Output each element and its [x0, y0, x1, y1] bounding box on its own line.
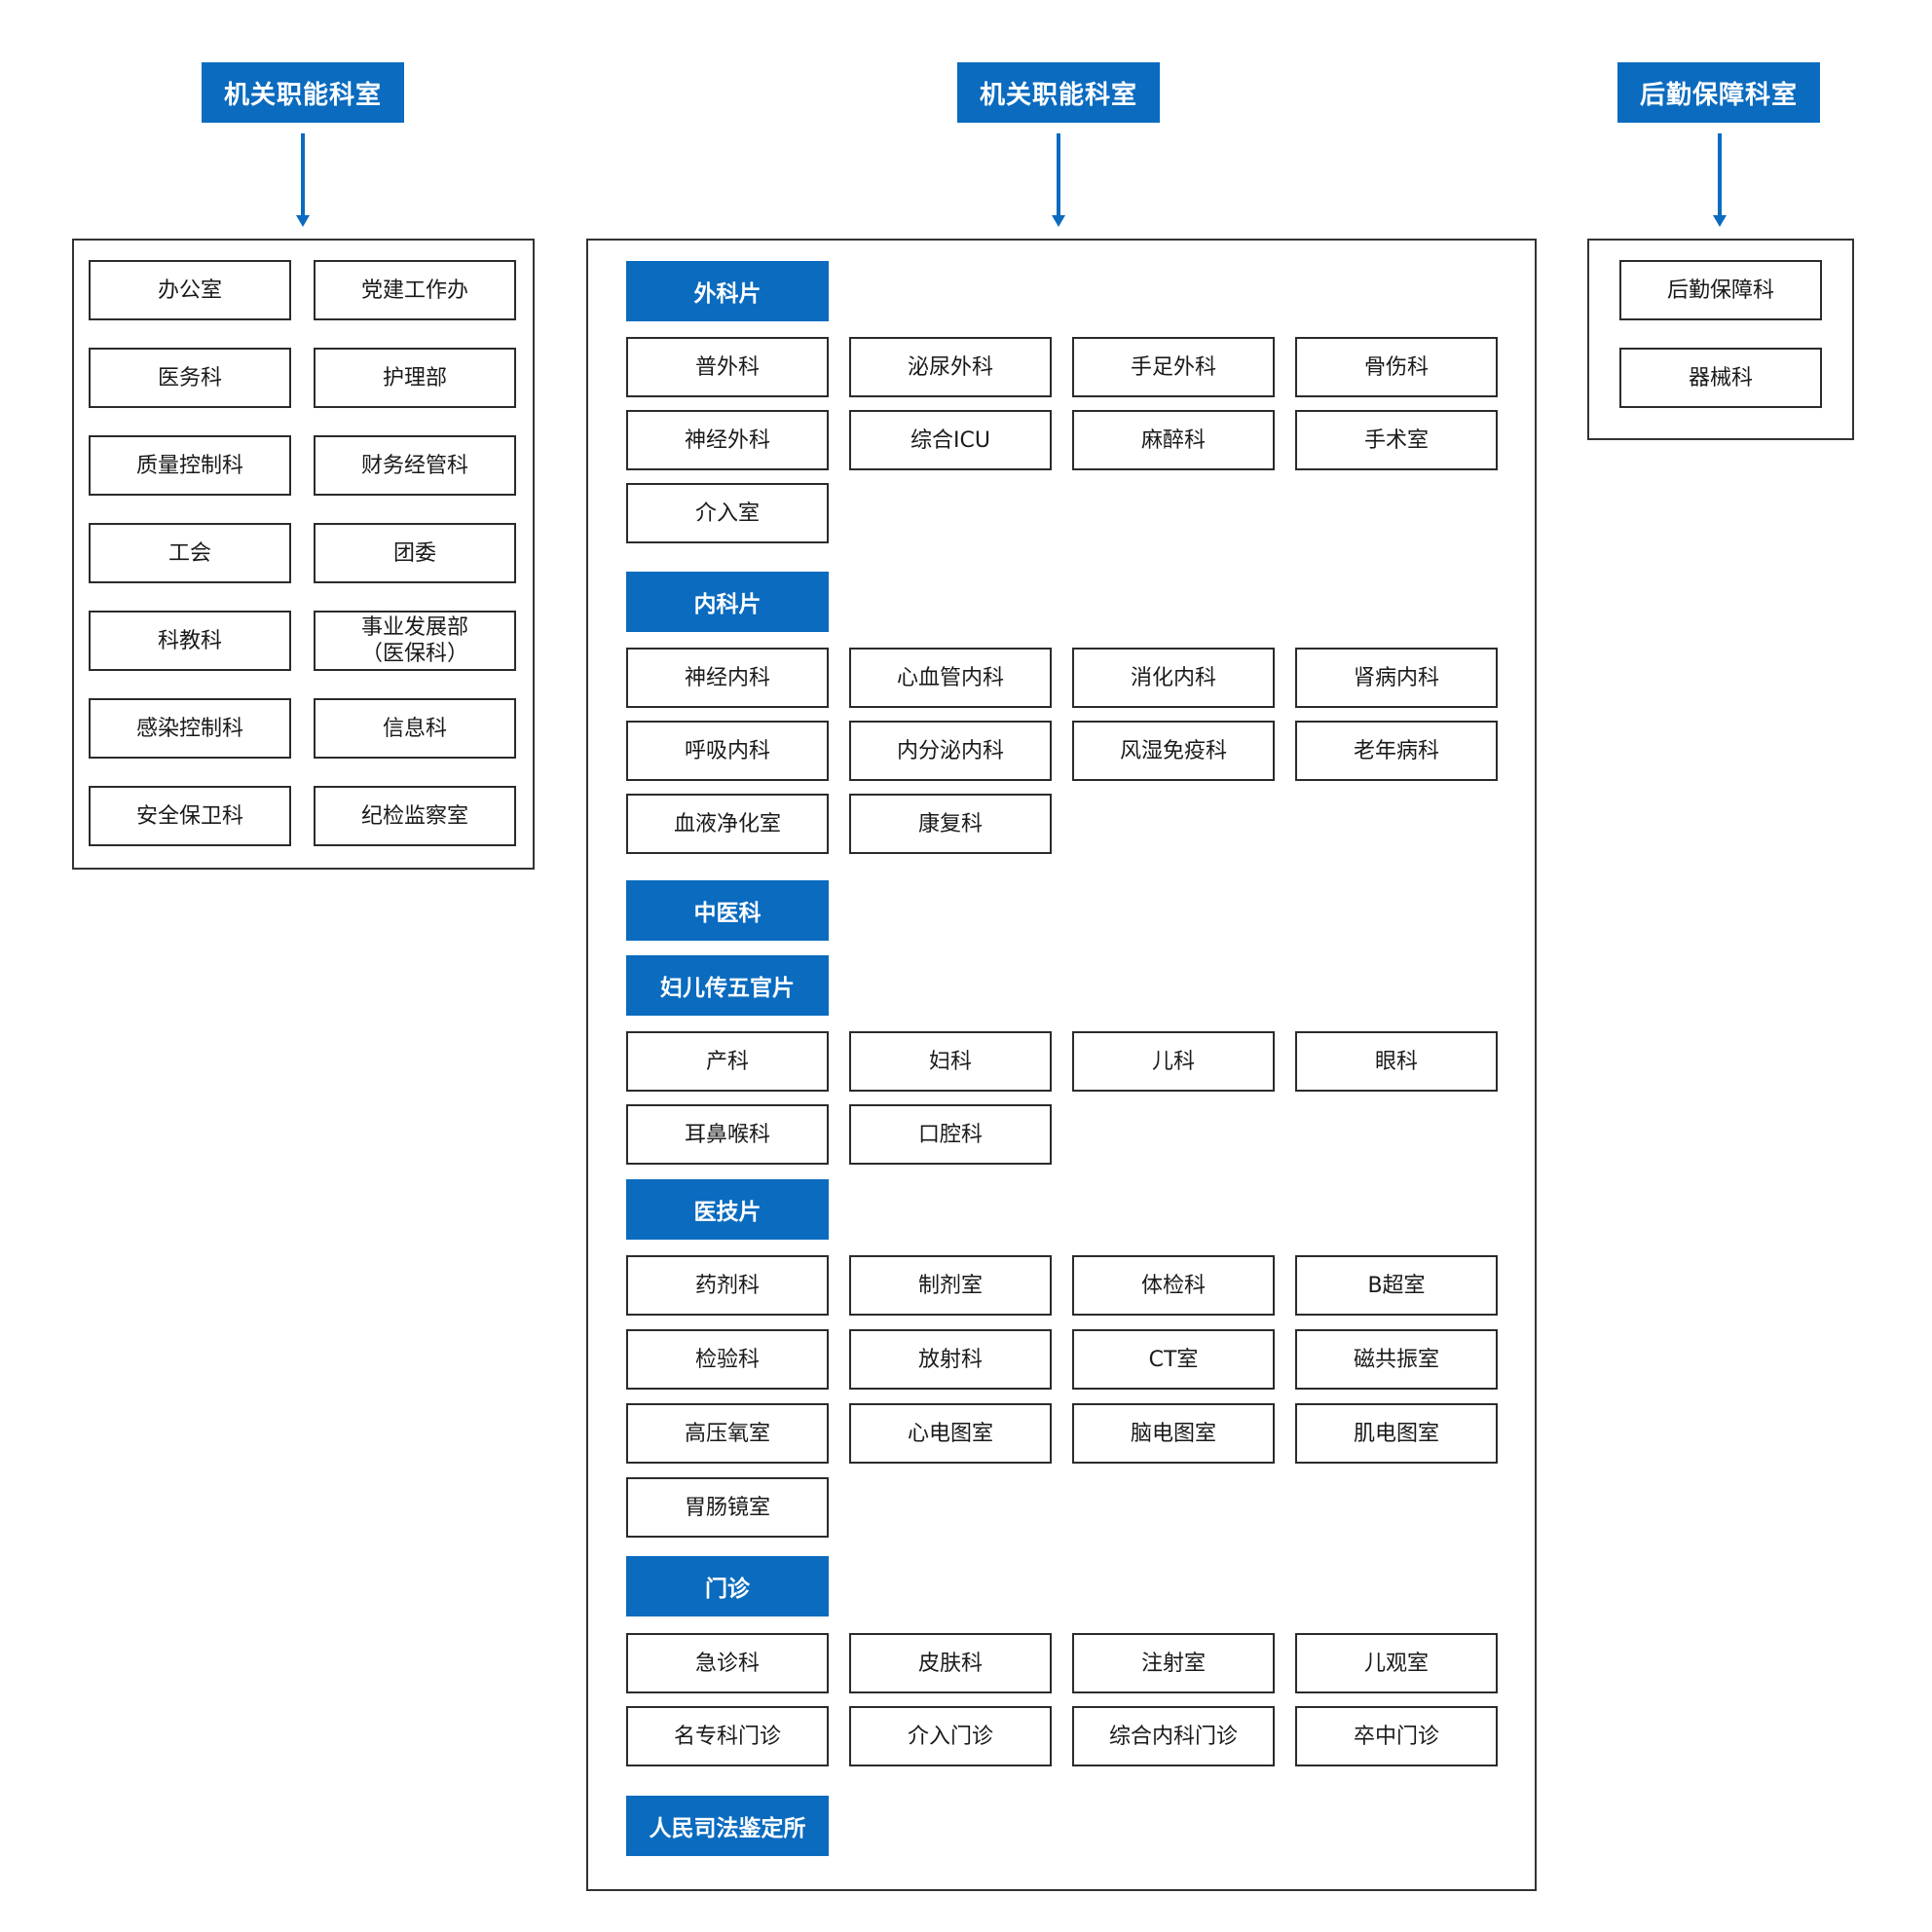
department-box: 综合内科门诊: [1072, 1706, 1275, 1766]
department-box: 科教科: [89, 611, 291, 671]
department-box: 麻醉科: [1072, 410, 1275, 470]
department-box: 手足外科: [1072, 337, 1275, 397]
department-box: 血液净化室: [626, 794, 829, 854]
arrow-down-icon: [1713, 133, 1727, 227]
department-box: 康复科: [849, 794, 1052, 854]
department-box: 信息科: [314, 698, 516, 759]
department-box: 团委: [314, 523, 516, 583]
department-box: 口腔科: [849, 1104, 1052, 1165]
department-box: CT室: [1072, 1329, 1275, 1390]
department-box: 脑电图室: [1072, 1403, 1275, 1464]
department-box: 感染控制科: [89, 698, 291, 759]
right-grid: 后勤保障科器械科: [1619, 260, 1822, 408]
department-box: 风湿免疫科: [1072, 721, 1275, 781]
department-box: 制剂室: [849, 1255, 1052, 1316]
department-box: 骨伤科: [1295, 337, 1498, 397]
department-box: 办公室: [89, 260, 291, 320]
section-grid: 产科妇科儿科眼科耳鼻喉科口腔科: [626, 1031, 1498, 1165]
department-box: 注射室: [1072, 1633, 1275, 1693]
section-title: 中医科: [626, 880, 829, 941]
right-panel: 后勤保障科器械科: [1587, 239, 1854, 440]
department-box: 安全保卫科: [89, 786, 291, 846]
department-box: 事业发展部（医保科）: [314, 611, 516, 671]
department-box: 耳鼻喉科: [626, 1104, 829, 1165]
department-box: 药剂科: [626, 1255, 829, 1316]
header-left: 机关职能科室: [202, 62, 404, 123]
department-box: 儿观室: [1295, 1633, 1498, 1693]
department-box: 磁共振室: [1295, 1329, 1498, 1390]
department-box: 检验科: [626, 1329, 829, 1390]
department-box: 工会: [89, 523, 291, 583]
department-box: 高压氧室: [626, 1403, 829, 1464]
department-box: 党建工作办: [314, 260, 516, 320]
left-panel: 办公室党建工作办医务科护理部质量控制科财务经管科工会团委科教科事业发展部（医保科…: [72, 239, 535, 870]
department-box: 护理部: [314, 348, 516, 408]
department-box: 胃肠镜室: [626, 1477, 829, 1538]
section-title: 人民司法鉴定所: [626, 1796, 829, 1856]
department-box: 肌电图室: [1295, 1403, 1498, 1464]
left-grid: 办公室党建工作办医务科护理部质量控制科财务经管科工会团委科教科事业发展部（医保科…: [89, 260, 516, 846]
section-grid: 急诊科皮肤科注射室儿观室名专科门诊介入门诊综合内科门诊卒中门诊: [626, 1633, 1498, 1766]
section-title: 门诊: [626, 1556, 829, 1616]
section-grid: 神经内科心血管内科消化内科肾病内科呼吸内科内分泌内科风湿免疫科老年病科血液净化室…: [626, 648, 1498, 854]
section-title: 内科片: [626, 572, 829, 632]
department-box: 医务科: [89, 348, 291, 408]
department-box: 器械科: [1619, 348, 1822, 408]
department-box: 儿科: [1072, 1031, 1275, 1092]
department-box: 介入室: [626, 483, 829, 543]
department-box: 纪检监察室: [314, 786, 516, 846]
section-grid: 普外科泌尿外科手足外科骨伤科神经外科综合ICU 麻醉科手术室介入室: [626, 337, 1498, 543]
header-right: 后勤保障科室: [1617, 62, 1820, 123]
department-box: 综合ICU: [849, 410, 1052, 470]
department-box: 皮肤科: [849, 1633, 1052, 1693]
department-box: 泌尿外科: [849, 337, 1052, 397]
department-box: 普外科: [626, 337, 829, 397]
department-box: 妇科: [849, 1031, 1052, 1092]
department-box: 产科: [626, 1031, 829, 1092]
section-title: 外科片: [626, 261, 829, 321]
department-box: 后勤保障科: [1619, 260, 1822, 320]
department-box: 手术室: [1295, 410, 1498, 470]
department-box: 放射科: [849, 1329, 1052, 1390]
header-center: 机关职能科室: [957, 62, 1160, 123]
department-box: 急诊科: [626, 1633, 829, 1693]
section-title: 妇儿传五官片: [626, 955, 829, 1016]
department-box: B超室: [1295, 1255, 1498, 1316]
department-box: 神经外科: [626, 410, 829, 470]
department-box: 消化内科: [1072, 648, 1275, 708]
department-box: 卒中门诊: [1295, 1706, 1498, 1766]
center-panel: 外科片普外科泌尿外科手足外科骨伤科神经外科综合ICU 麻醉科手术室介入室内科片神经…: [586, 239, 1537, 1891]
department-box: 质量控制科: [89, 435, 291, 496]
arrow-down-icon: [296, 133, 310, 227]
department-box: 体检科: [1072, 1255, 1275, 1316]
department-box: 神经内科: [626, 648, 829, 708]
department-box: 财务经管科: [314, 435, 516, 496]
department-box: 心血管内科: [849, 648, 1052, 708]
department-box: 眼科: [1295, 1031, 1498, 1092]
department-box: 老年病科: [1295, 721, 1498, 781]
arrow-down-icon: [1052, 133, 1065, 227]
department-box: 名专科门诊: [626, 1706, 829, 1766]
section-title: 医技片: [626, 1179, 829, 1240]
department-box: 呼吸内科: [626, 721, 829, 781]
department-box: 内分泌内科: [849, 721, 1052, 781]
department-box: 介入门诊: [849, 1706, 1052, 1766]
department-box: 心电图室: [849, 1403, 1052, 1464]
department-box: 肾病内科: [1295, 648, 1498, 708]
section-grid: 药剂科制剂室体检科 B超室检验科放射科 CT室磁共振室高压氧室心电图室脑电图室肌电图…: [626, 1255, 1498, 1538]
